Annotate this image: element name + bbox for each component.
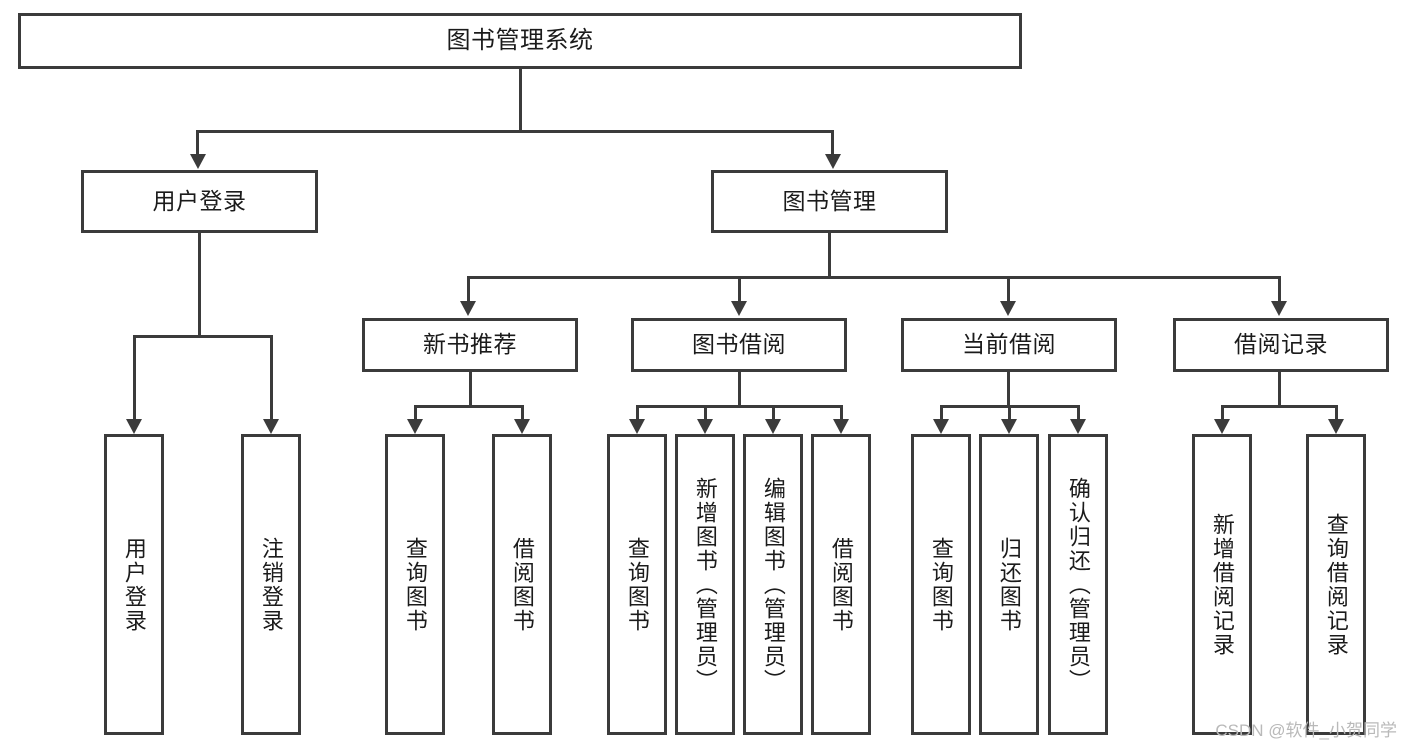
edge-book-manage-to-new-book-rec bbox=[467, 276, 470, 302]
node-leaf-1-label: 用户登录 bbox=[121, 536, 147, 633]
edge-current-borrow-to-leaf-9 bbox=[940, 405, 943, 420]
node-leaf-2-label: 注销登录 bbox=[258, 536, 284, 633]
edge-book-manage-down bbox=[828, 233, 831, 278]
node-user-login-label: 用户登录 bbox=[152, 187, 247, 214]
edge-user-login-down bbox=[198, 233, 201, 337]
node-book-borrow[interactable]: 图书借阅 bbox=[631, 318, 847, 372]
node-leaf-13[interactable]: 查询借阅记录 bbox=[1306, 434, 1366, 735]
edge-book-borrow-down bbox=[738, 372, 741, 407]
node-leaf-12[interactable]: 新增借阅记录 bbox=[1192, 434, 1252, 735]
edge-root-bus bbox=[196, 130, 834, 133]
node-leaf-4[interactable]: 借阅图书 bbox=[492, 434, 552, 735]
node-leaf-13-label: 查询借阅记录 bbox=[1323, 512, 1349, 657]
arrow-borrow-record-to-leaf-13 bbox=[1328, 419, 1344, 434]
edge-book-borrow-bus bbox=[636, 405, 843, 408]
arrow-book-manage-to-book-borrow bbox=[731, 301, 747, 316]
node-leaf-7-label: 编辑图书（管理员） bbox=[760, 476, 786, 693]
node-current-borrow-label: 当前借阅 bbox=[962, 331, 1056, 358]
node-leaf-7[interactable]: 编辑图书（管理员） bbox=[743, 434, 803, 735]
node-new-book-rec-label: 新书推荐 bbox=[423, 331, 517, 358]
node-leaf-6[interactable]: 新增图书（管理员） bbox=[675, 434, 735, 735]
arrow-user-login-to-leaf-1 bbox=[126, 419, 142, 434]
node-leaf-5[interactable]: 查询图书 bbox=[607, 434, 667, 735]
node-leaf-12-label: 新增借阅记录 bbox=[1209, 512, 1235, 657]
node-leaf-10[interactable]: 归还图书 bbox=[979, 434, 1039, 735]
node-leaf-3[interactable]: 查询图书 bbox=[385, 434, 445, 735]
edge-root-to-book-manage bbox=[831, 130, 834, 155]
edge-user-login-to-leaf-1 bbox=[133, 335, 136, 420]
edge-new-book-rec-bus bbox=[414, 405, 524, 408]
arrow-root-to-user-login bbox=[190, 154, 206, 169]
edge-borrow-record-down bbox=[1278, 372, 1281, 407]
node-new-book-rec[interactable]: 新书推荐 bbox=[362, 318, 578, 372]
node-leaf-11[interactable]: 确认归还（管理员） bbox=[1048, 434, 1108, 735]
edge-book-borrow-to-leaf-5 bbox=[636, 405, 639, 420]
edge-root-to-user-login bbox=[196, 130, 199, 155]
arrow-book-manage-to-borrow-record bbox=[1271, 301, 1287, 316]
arrow-current-borrow-to-leaf-10 bbox=[1001, 419, 1017, 434]
node-leaf-1[interactable]: 用户登录 bbox=[104, 434, 164, 735]
edge-current-borrow-to-leaf-11 bbox=[1077, 405, 1080, 420]
edge-current-borrow-down bbox=[1007, 372, 1010, 407]
edge-borrow-record-bus bbox=[1221, 405, 1338, 408]
node-root-label: 图书管理系统 bbox=[446, 26, 594, 54]
arrow-book-borrow-to-leaf-5 bbox=[629, 419, 645, 434]
node-leaf-5-label: 查询图书 bbox=[624, 536, 650, 633]
arrow-new-book-rec-to-leaf-4 bbox=[514, 419, 530, 434]
arrow-book-borrow-to-leaf-6 bbox=[697, 419, 713, 434]
node-leaf-11-label: 确认归还（管理员） bbox=[1065, 476, 1091, 693]
node-leaf-2[interactable]: 注销登录 bbox=[241, 434, 301, 735]
edge-user-login-to-leaf-2 bbox=[270, 335, 273, 420]
edge-book-manage-to-borrow-record bbox=[1278, 276, 1281, 302]
node-borrow-record[interactable]: 借阅记录 bbox=[1173, 318, 1389, 372]
edge-new-book-rec-to-leaf-3 bbox=[414, 405, 417, 420]
edge-book-manage-to-current-borrow bbox=[1007, 276, 1010, 302]
node-current-borrow[interactable]: 当前借阅 bbox=[901, 318, 1117, 372]
edge-root-down bbox=[519, 69, 522, 132]
node-leaf-9-label: 查询图书 bbox=[928, 536, 954, 633]
node-leaf-4-label: 借阅图书 bbox=[509, 536, 535, 633]
arrow-book-borrow-to-leaf-8 bbox=[833, 419, 849, 434]
arrow-root-to-book-manage bbox=[825, 154, 841, 169]
node-leaf-8[interactable]: 借阅图书 bbox=[811, 434, 871, 735]
arrow-current-borrow-to-leaf-9 bbox=[933, 419, 949, 434]
edge-book-borrow-to-leaf-8 bbox=[840, 405, 843, 420]
edge-new-book-rec-down bbox=[469, 372, 472, 407]
edge-book-borrow-to-leaf-7 bbox=[772, 405, 775, 420]
edge-borrow-record-to-leaf-13 bbox=[1335, 405, 1338, 420]
arrow-borrow-record-to-leaf-12 bbox=[1214, 419, 1230, 434]
watermark-text: CSDN @软件_小贺同学 bbox=[1215, 721, 1397, 740]
node-user-login[interactable]: 用户登录 bbox=[81, 170, 318, 233]
node-leaf-9[interactable]: 查询图书 bbox=[911, 434, 971, 735]
node-leaf-6-label: 新增图书（管理员） bbox=[692, 476, 718, 693]
node-leaf-10-label: 归还图书 bbox=[996, 536, 1022, 633]
node-book-manage[interactable]: 图书管理 bbox=[711, 170, 948, 233]
arrow-book-borrow-to-leaf-7 bbox=[765, 419, 781, 434]
node-leaf-3-label: 查询图书 bbox=[402, 536, 428, 633]
edge-new-book-rec-to-leaf-4 bbox=[521, 405, 524, 420]
arrow-book-manage-to-current-borrow bbox=[1000, 301, 1016, 316]
node-leaf-8-label: 借阅图书 bbox=[828, 536, 854, 633]
node-root[interactable]: 图书管理系统 bbox=[18, 13, 1022, 69]
edge-book-manage-bus bbox=[467, 276, 1281, 279]
edge-book-manage-to-book-borrow bbox=[738, 276, 741, 302]
arrow-new-book-rec-to-leaf-3 bbox=[407, 419, 423, 434]
arrow-current-borrow-to-leaf-11 bbox=[1070, 419, 1086, 434]
edge-borrow-record-to-leaf-12 bbox=[1221, 405, 1224, 420]
edge-book-borrow-to-leaf-6 bbox=[704, 405, 707, 420]
node-book-borrow-label: 图书借阅 bbox=[692, 331, 786, 358]
edge-user-login-bus bbox=[133, 335, 273, 338]
node-borrow-record-label: 借阅记录 bbox=[1234, 331, 1328, 358]
edge-current-borrow-to-leaf-10 bbox=[1008, 405, 1011, 420]
arrow-book-manage-to-new-book-rec bbox=[460, 301, 476, 316]
arrow-user-login-to-leaf-2 bbox=[263, 419, 279, 434]
node-book-manage-label: 图书管理 bbox=[782, 187, 877, 214]
